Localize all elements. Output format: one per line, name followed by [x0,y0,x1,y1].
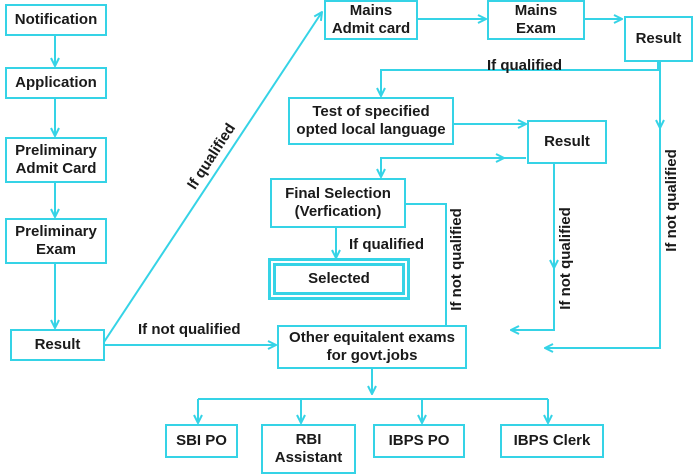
result-left-box: Result [10,329,105,361]
arrow-result-right-to-language-test [381,61,659,96]
arrow-result-to-mains-admit [101,12,322,346]
preliminary-admit-card-box: Preliminary Admit Card [5,137,107,183]
if-not-qualified-right-label: If not qualified [662,149,680,252]
application-box: Application [5,67,107,99]
result-middle-box: Result [527,120,607,164]
sbi-po-box: SBI PO [165,424,238,458]
preliminary-exam-box: Preliminary Exam [5,218,107,264]
mains-exam-box: Mains Exam [487,0,585,40]
arrow-result-middle-not-qualified [511,162,555,330]
language-test-box: Test of specified opted local language [288,97,454,145]
arrow-result-right-not-qualified [545,61,661,348]
notification-box: Notification [5,4,107,36]
rbi-assistant-box: RBI Assistant [261,424,356,474]
other-exams-box: Other equitalent exams for govt.jobs [277,325,467,369]
result-right-box: Result [624,16,693,62]
if-qualified-top-label: If qualified [487,57,562,74]
arrow-final-not-qualified [405,203,447,325]
if-not-qualified-middle-label: If not qualified [556,207,574,310]
if-not-qualified-final-label: If not qualified [447,208,465,311]
if-not-qualified-left-label: If not qualified [138,321,241,338]
selected-box: Selected [273,263,405,295]
mains-admit-card-box: Mains Admit card [324,0,418,40]
final-selection-box: Final Selection (Verfication) [270,178,406,228]
ibps-clerk-box: IBPS Clerk [500,424,604,458]
arrow-result-middle-to-final [381,157,526,177]
if-qualified-final-label: If qualified [349,236,424,253]
ibps-po-box: IBPS PO [373,424,465,458]
